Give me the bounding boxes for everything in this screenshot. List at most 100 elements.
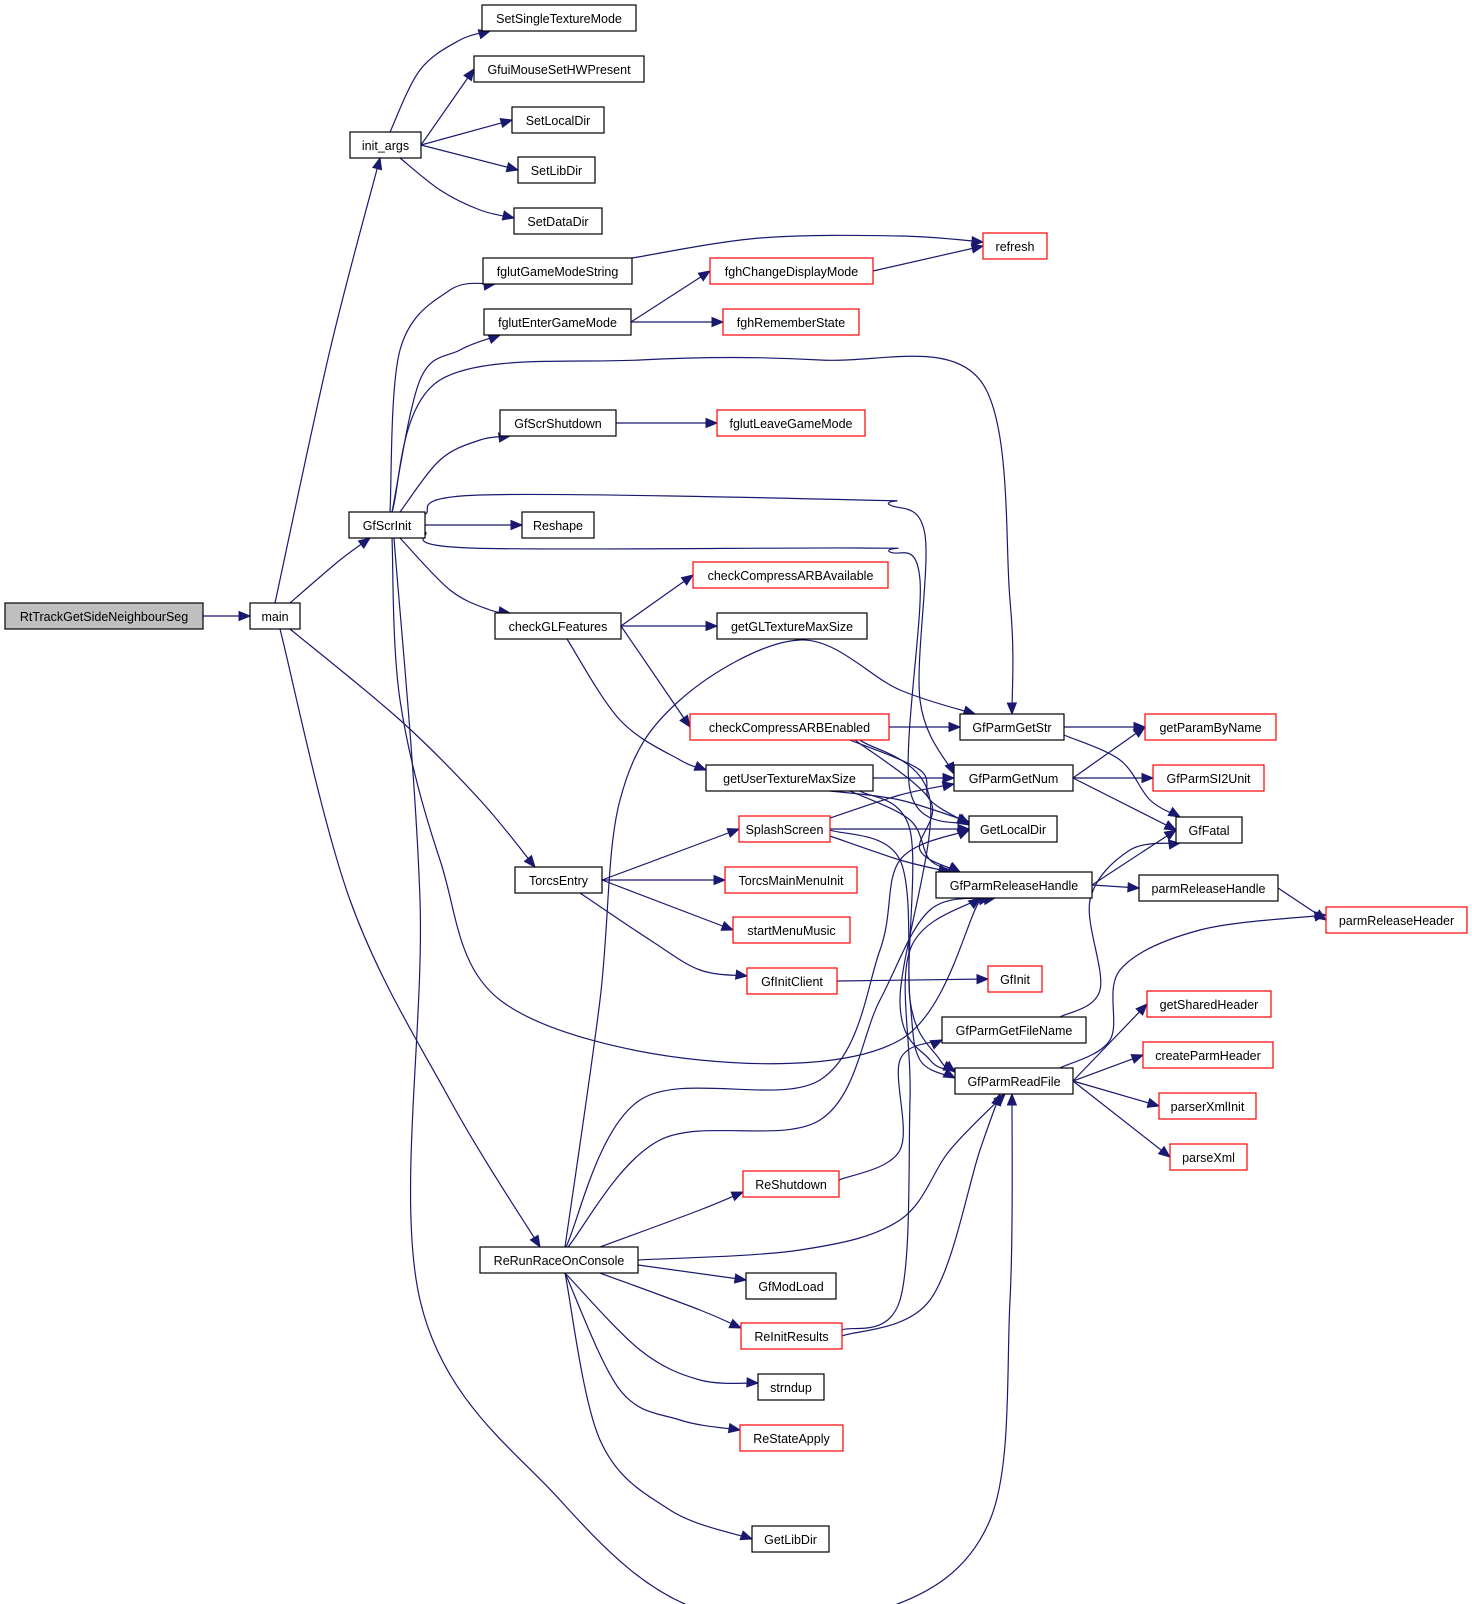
- edge-gf-parm-read-file-to-parm-release-header: [1059, 911, 1328, 1069]
- arrowhead-icon: [713, 874, 727, 886]
- node-re-state-apply[interactable]: ReStateApply: [739, 1424, 844, 1452]
- node-label: GfInitClient: [761, 975, 823, 989]
- node-refresh[interactable]: refresh: [982, 232, 1048, 260]
- edge-get-user-texture-max-size-to-get-local-dir: [829, 790, 971, 824]
- edge-line: [564, 639, 976, 1248]
- node-box: [1142, 1041, 1274, 1069]
- node-gfui-mouse-set-hwpresent[interactable]: GfuiMouseSetHWPresent: [473, 55, 645, 83]
- arrowhead-icon: [1157, 1145, 1172, 1158]
- node-gf-parm-release-handle[interactable]: GfParmReleaseHandle: [935, 871, 1093, 899]
- edge-re-run-race-on-console-to-strndup: [564, 1272, 760, 1388]
- node-get-local-dir[interactable]: GetLocalDir: [968, 815, 1058, 843]
- arrowhead-icon: [728, 1318, 743, 1329]
- edge-line: [1072, 1080, 1160, 1107]
- node-check-glfeatures[interactable]: checkGLFeatures: [494, 612, 622, 640]
- node-gf-parm-get-str[interactable]: GfParmGetStr: [959, 713, 1065, 741]
- node-box: [521, 511, 595, 539]
- edge-line: [859, 739, 956, 1071]
- node-get-user-texture-max-size[interactable]: getUserTextureMaxSize: [705, 764, 874, 792]
- node-box: [1175, 816, 1243, 844]
- node-create-parm-header[interactable]: createParmHeader: [1142, 1041, 1274, 1069]
- node-reshape[interactable]: Reshape: [521, 511, 595, 539]
- node-fgh-remember-state[interactable]: fghRememberState: [722, 308, 860, 336]
- edge-check-glfeatures-to-check-compress-arbenabled: [620, 625, 691, 729]
- node-gf-scr-init[interactable]: GfScrInit: [348, 511, 426, 539]
- node-get-lib-dir[interactable]: GetLibDir: [751, 1525, 830, 1553]
- node-label: GfParmSI2Unit: [1166, 772, 1251, 786]
- node-parser-xml-init[interactable]: parserXmlInit: [1158, 1092, 1257, 1120]
- node-fglut-game-mode-string[interactable]: fglutGameModeString: [482, 257, 633, 285]
- node-label: checkCompressARBEnabled: [709, 721, 870, 735]
- node-box: [473, 55, 645, 83]
- arrowhead-icon: [487, 334, 502, 344]
- edge-torcs-entry-to-start-menu-music: [601, 879, 735, 931]
- node-gf-fatal[interactable]: GfFatal: [1175, 816, 1243, 844]
- node-box: [935, 871, 1093, 899]
- edge-line: [637, 1264, 747, 1281]
- node-fglut-enter-game-mode[interactable]: fglutEnterGameMode: [483, 308, 632, 336]
- edge-gf-parm-read-file-to-parse-xml: [1072, 1080, 1172, 1158]
- node-parm-release-handle[interactable]: parmReleaseHandle: [1138, 874, 1279, 902]
- node-torcs-main-menu-init[interactable]: TorcsMainMenuInit: [724, 866, 858, 894]
- node-get-shared-header[interactable]: getSharedHeader: [1146, 990, 1272, 1018]
- edge-line: [389, 30, 491, 133]
- node-get-gltexture-max-size[interactable]: getGLTextureMaxSize: [716, 612, 868, 640]
- edge-line: [565, 829, 970, 1248]
- arrowhead-icon: [693, 760, 708, 771]
- node-set-lib-dir[interactable]: SetLibDir: [517, 156, 596, 184]
- node-label: GfParmGetFileName: [956, 1024, 1073, 1038]
- node-label: GfParmGetNum: [969, 772, 1059, 786]
- node-gf-parm-get-num[interactable]: GfParmGetNum: [953, 764, 1074, 792]
- edge-get-user-texture-max-size-to-gf-parm-release-handle: [849, 790, 962, 873]
- arrowhead-icon: [733, 1273, 748, 1284]
- node-main[interactable]: main: [249, 602, 301, 630]
- node-label: GfFatal: [1189, 824, 1230, 838]
- edge-line: [599, 1191, 744, 1248]
- node-fgh-change-display-mode[interactable]: fghChangeDisplayMode: [709, 257, 874, 285]
- node-gf-parm-get-file-name[interactable]: GfParmGetFileName: [941, 1016, 1087, 1044]
- node-gf-parm-si2-unit[interactable]: GfParmSI2Unit: [1152, 764, 1265, 792]
- node-get-param-by-name[interactable]: getParamByName: [1144, 713, 1277, 741]
- edge-line: [829, 783, 955, 819]
- node-splash-screen[interactable]: SplashScreen: [738, 815, 831, 843]
- node-check-compress-arbavailable[interactable]: checkCompressARBAvailable: [692, 561, 889, 589]
- node-init-args[interactable]: init_args: [349, 131, 422, 159]
- node-check-compress-arbenabled[interactable]: checkCompressARBEnabled: [689, 713, 890, 741]
- node-box: [732, 916, 851, 944]
- node-label: getGLTextureMaxSize: [731, 620, 853, 634]
- edge-gf-parm-release-handle-to-gf-fatal: [1091, 829, 1178, 886]
- node-box: [514, 866, 603, 894]
- edge-line: [399, 435, 511, 513]
- arrowhead-icon: [956, 813, 971, 824]
- node-parse-xml[interactable]: parseXml: [1169, 1143, 1248, 1171]
- node-parm-release-header[interactable]: parmReleaseHeader: [1325, 906, 1468, 934]
- node-torcs-entry[interactable]: TorcsEntry: [514, 866, 603, 894]
- edge-re-run-race-on-console-to-re-shutdown: [599, 1191, 745, 1248]
- node-re-init-results[interactable]: ReInitResults: [740, 1322, 843, 1350]
- edge-line: [420, 144, 519, 171]
- edge-line: [399, 537, 511, 614]
- edge-main-to-gf-scr-init: [289, 537, 372, 604]
- node-set-single-texture-mode[interactable]: SetSingleTextureMode: [481, 4, 637, 32]
- node-strndup[interactable]: strndup: [757, 1373, 825, 1401]
- node-set-local-dir[interactable]: SetLocalDir: [511, 106, 605, 134]
- edge-re-run-race-on-console-to-gf-mod-load: [637, 1264, 748, 1284]
- node-label: GetLocalDir: [980, 823, 1046, 837]
- node-gf-parm-read-file[interactable]: GfParmReadFile: [954, 1067, 1074, 1095]
- arrowhead-icon: [1163, 829, 1178, 841]
- node-set-data-dir[interactable]: SetDataDir: [513, 207, 603, 235]
- edge-line: [420, 119, 513, 146]
- node-gf-init-client[interactable]: GfInitClient: [746, 967, 838, 995]
- node-box: [1158, 1092, 1257, 1120]
- edge-line: [620, 625, 691, 728]
- node-start-menu-music[interactable]: startMenuMusic: [732, 916, 851, 944]
- node-gf-scr-shutdown[interactable]: GfScrShutdown: [499, 409, 617, 437]
- node-re-shutdown[interactable]: ReShutdown: [742, 1170, 840, 1198]
- node-re-run-race-on-console[interactable]: ReRunRaceOnConsole: [479, 1246, 639, 1274]
- node-gf-mod-load[interactable]: GfModLoad: [745, 1272, 837, 1300]
- node-fglut-leave-game-mode[interactable]: fglutLeaveGameMode: [716, 409, 866, 437]
- arrowhead-icon: [746, 1377, 760, 1388]
- edge-gf-scr-init-to-gf-parm-read-file: [393, 537, 1018, 1604]
- node-box: [689, 713, 890, 741]
- node-gf-init[interactable]: GfInit: [987, 965, 1043, 993]
